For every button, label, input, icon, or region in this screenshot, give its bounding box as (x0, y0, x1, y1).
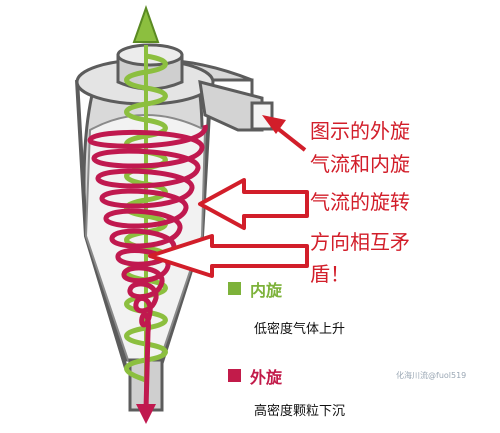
annotation-line-5: 盾！ (310, 262, 350, 286)
annotation-line-1: 图示的外旋 (310, 119, 410, 143)
inner-spiral (124, 53, 168, 383)
legend-outer-label: 外旋 (250, 368, 283, 387)
outer-vortex-arrow-head (136, 404, 156, 424)
outer-vortex (87, 124, 208, 424)
legend-outer-swatch (228, 369, 241, 382)
annotation-line-2: 气流和内旋 (310, 152, 410, 176)
watermark: 化海川流@fuol519 (396, 371, 467, 380)
outer-spiral (87, 124, 208, 411)
callout-arrow-inner (148, 234, 309, 278)
annotation-line-3: 气流的旋转 (310, 190, 410, 214)
inner-vortex-arrow-head (132, 4, 160, 43)
tangential-inlet-duct (198, 79, 264, 132)
legend-inner-desc: 低密度气体上升 (254, 322, 346, 337)
legend-inner-swatch (228, 282, 241, 295)
inlet-arrow (262, 115, 307, 152)
legend-outer-desc: 高密度颗粒下沉 (254, 404, 346, 419)
annotation-line-4: 方向相互矛 (310, 230, 410, 254)
callout-arrow-outer (198, 178, 309, 230)
legend-inner-label: 内旋 (250, 281, 283, 300)
